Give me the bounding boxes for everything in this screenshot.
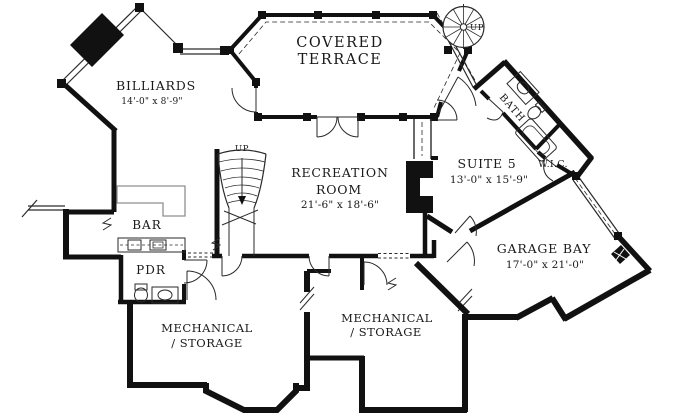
garage-walls xyxy=(413,172,653,322)
pdr-sink xyxy=(151,286,179,304)
recreation-room-dims: 21'-6" x 18'-6" xyxy=(301,199,379,211)
door-swings xyxy=(183,76,558,301)
billiards-walls xyxy=(21,3,229,218)
recreation-room-label-line2: ROOM xyxy=(316,182,362,197)
wic-label: W.I.C. xyxy=(538,159,568,170)
bar-counter xyxy=(116,185,186,217)
mech-storage-center-label-line2: / STORAGE xyxy=(350,325,422,339)
bar-label: BAR xyxy=(132,218,162,232)
billiards-room-label: BILLIARDS xyxy=(116,78,196,93)
wall-break-tick xyxy=(21,199,38,218)
terrace-walls xyxy=(226,11,472,121)
main-staircase: UP xyxy=(217,144,267,256)
spiral-staircase: UP xyxy=(442,4,485,49)
chimney-mass xyxy=(70,13,124,67)
storage-walls xyxy=(127,257,473,413)
garage-utility-box xyxy=(611,245,630,264)
bar-cabinet-strip xyxy=(117,237,186,253)
main-stair-up-label: UP xyxy=(235,144,249,154)
garage-bay-dims: 17'-0" x 21'-0" xyxy=(506,259,584,271)
covered-terrace-label-line1: COVERED xyxy=(296,35,383,51)
suite5-room-dims: 13'-0" x 15'-9" xyxy=(450,174,528,186)
pdr-toilet xyxy=(134,283,148,303)
bar-pdr-walls xyxy=(63,185,213,305)
recreation-room-label-line1: RECREATION xyxy=(291,165,388,180)
billiards-room-dims: 14'-0" x 8'-9" xyxy=(121,97,183,107)
suite5-room-label: SUITE 5 xyxy=(457,156,516,171)
stair-break-line xyxy=(221,209,259,226)
garage-bay-label: GARAGE BAY xyxy=(497,241,592,256)
mech-storage-left-label-line2: / STORAGE xyxy=(171,336,243,350)
covered-terrace-label-line2: TERRACE xyxy=(298,52,383,68)
bath-tub xyxy=(515,118,557,162)
opening-marks xyxy=(101,217,398,291)
wall-break-symbol xyxy=(299,286,315,312)
spiral-stair-up-label: UP xyxy=(470,23,484,33)
mech-storage-left-label-line1: MECHANICAL xyxy=(161,321,253,335)
mech-storage-center-label-line1: MECHANICAL xyxy=(341,311,433,325)
bath-sink xyxy=(506,70,540,106)
bath-label: BATH xyxy=(497,92,527,124)
stair-direction-arrow xyxy=(238,196,246,205)
room-labels: BILLIARDS 14'-0" x 8'-9" COVERED TERRACE… xyxy=(116,35,592,350)
pdr-label: PDR xyxy=(136,263,166,277)
fireplace xyxy=(406,161,433,213)
bath-toilet xyxy=(527,100,547,120)
suite5-walls xyxy=(425,59,595,235)
